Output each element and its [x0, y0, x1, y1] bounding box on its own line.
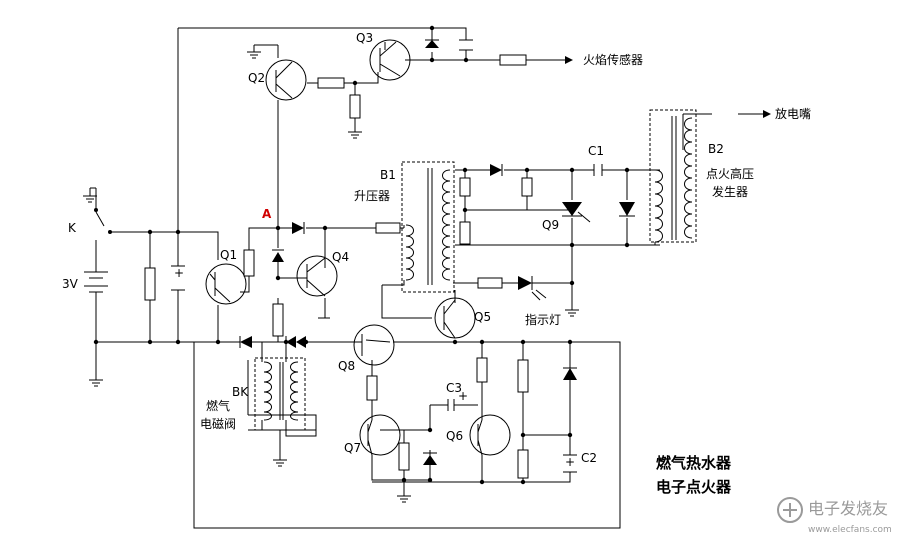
q7-symbol [359, 414, 401, 456]
q5-label: Q5 [474, 310, 491, 324]
watermark: 电子发烧友 www.elecfans.com [777, 497, 892, 535]
b2-desc-line2: 发生器 [712, 184, 748, 199]
q4-label: Q4 [332, 250, 349, 264]
q2-label: Q2 [248, 71, 265, 85]
diodes [239, 39, 635, 465]
resistors [144, 54, 533, 479]
watermark-url: www.elecfans.com [808, 525, 892, 535]
q8-label: Q8 [338, 359, 355, 373]
junctions [93, 25, 630, 485]
indicator-label: 指示灯 [525, 312, 561, 327]
q3-symbol [369, 39, 411, 81]
q7-label: Q7 [344, 441, 361, 455]
flame-sensor-label: 火焰传感器 [583, 52, 643, 67]
bk-label: BK [232, 385, 249, 399]
watermark-name: 电子发烧友 [808, 499, 888, 518]
node-a-label: A [262, 207, 272, 221]
q1-label: Q1 [220, 248, 237, 262]
q6-label: Q6 [446, 429, 463, 443]
ground-symbols [83, 45, 579, 503]
q5-symbol [434, 297, 476, 339]
q2-symbol [265, 59, 307, 101]
q1-symbol [205, 263, 247, 305]
q3-label: Q3 [356, 31, 373, 45]
b1-desc-label: 升压器 [354, 189, 390, 203]
c1-label: C1 [588, 144, 604, 158]
b2-desc-line1: 点火高压 [706, 166, 754, 181]
q9-label: Q9 [542, 218, 559, 232]
q8-symbol [353, 324, 395, 366]
diagram-title-line1: 燃气热水器 [656, 454, 732, 472]
svg-text:+: + [458, 389, 468, 403]
diagram-title-line2: 电子点火器 [656, 478, 732, 496]
valve-label-line1: 燃气 [206, 398, 230, 413]
svg-text:+: + [565, 455, 575, 469]
b2-label: B2 [708, 142, 724, 156]
transistors [205, 39, 511, 456]
switch-and-battery [84, 208, 112, 300]
c2-label: C2 [581, 451, 597, 465]
capacitors: + + + [171, 39, 603, 473]
b1-label: B1 [380, 168, 396, 182]
transformers [248, 109, 697, 431]
valve-label-line2: 电磁阀 [200, 416, 236, 431]
q6-symbol [469, 414, 511, 456]
svg-text:+: + [174, 266, 184, 280]
c3-label: C3 [446, 381, 462, 395]
q4-symbol [296, 255, 338, 297]
battery-label: 3V [62, 277, 79, 291]
switch-k-label: K [68, 221, 77, 235]
discharge-needle-label: 放电嘴 [775, 106, 811, 121]
watermark-logo-icon [777, 497, 803, 523]
